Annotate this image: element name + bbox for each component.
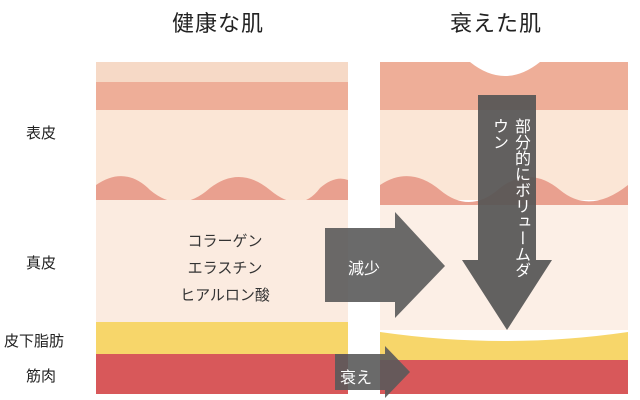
epidermis-label: 表皮	[26, 124, 57, 142]
decline-arrow	[335, 346, 410, 398]
aged-skin-title: 衰えた肌	[450, 12, 543, 37]
decrease-label: 減少	[348, 259, 381, 278]
decrease-arrow	[325, 212, 445, 318]
dermis-label: 真皮	[26, 254, 57, 272]
hyaluronic-acid-label: ヒアルロン酸	[180, 286, 270, 304]
dermis-layer	[96, 200, 348, 322]
fat-layer	[96, 322, 348, 354]
aged-muscle-layer	[380, 360, 628, 394]
muscle-label: 筋肉	[26, 367, 57, 385]
muscle-layer	[96, 354, 348, 394]
aged-epidermis-upper	[380, 62, 628, 110]
healthy-skin	[96, 62, 348, 394]
aged-fat-layer	[380, 332, 628, 360]
decline-label: 衰え	[340, 368, 373, 387]
partial-volume-down-label: 部分的にボリュームダウン	[490, 118, 531, 278]
basement-membrane	[96, 176, 348, 203]
healthy-skin-title: 健康な肌	[172, 12, 265, 37]
volume-down-arrow	[462, 95, 552, 330]
collagen-label: コラーゲン	[187, 232, 263, 250]
stratum-corneum	[96, 62, 348, 82]
epidermis-upper	[96, 82, 348, 110]
elastin-label: エラスチン	[187, 259, 263, 277]
subcutaneous-fat-label: 皮下脂肪	[4, 332, 65, 350]
